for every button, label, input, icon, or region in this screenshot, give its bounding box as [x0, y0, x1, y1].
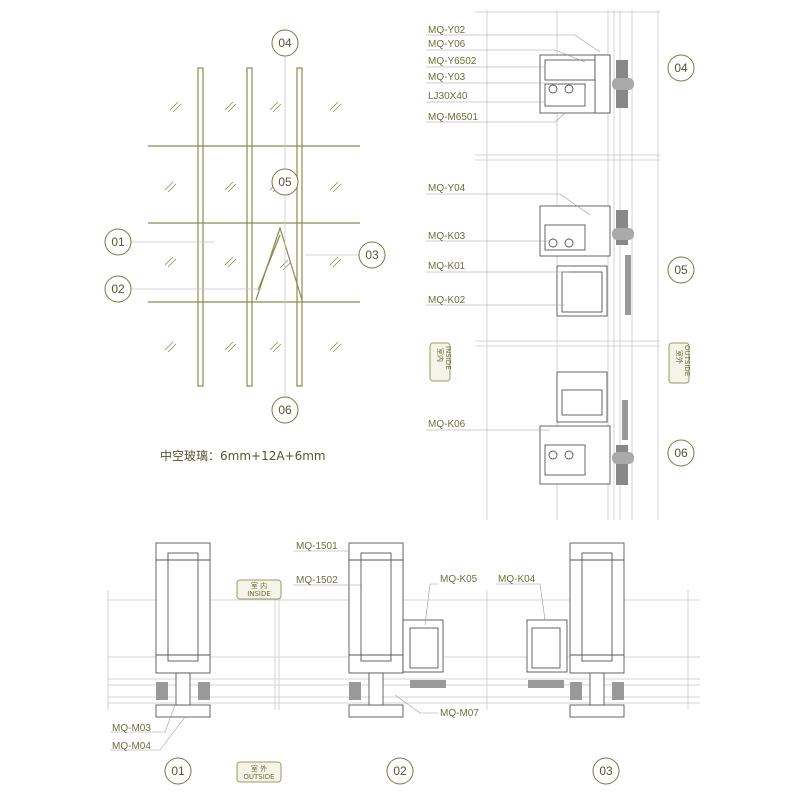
- svg-text:03: 03: [599, 764, 613, 778]
- label-mq-k03: MQ-K03: [428, 231, 466, 242]
- callout-04: 04: [271, 29, 299, 57]
- horizontal-sections: MQ-1501 MQ-1502 MQ-K05 MQ-K04 MQ-M07 MQ-…: [107, 541, 700, 785]
- svg-text:02: 02: [393, 764, 407, 778]
- svg-text:05: 05: [278, 175, 292, 189]
- label-mq-y03: MQ-Y03: [428, 72, 466, 83]
- svg-text:06: 06: [278, 403, 292, 417]
- callout-03-section: 03: [592, 757, 620, 785]
- inside-tag: 室内 INSIDE: [429, 342, 452, 382]
- callout-02: 02: [104, 275, 132, 303]
- svg-text:室内: 室内: [436, 348, 445, 362]
- label-mq-m6501: MQ-M6501: [428, 112, 478, 123]
- label-mq-m07: MQ-M07: [440, 708, 479, 719]
- label-mq-m03: MQ-M03: [112, 723, 151, 734]
- callout-04-section: 04: [667, 54, 695, 82]
- label-mq-y04: MQ-Y04: [428, 183, 466, 194]
- inside-tag-horizontal: 室 内 INSIDE: [236, 579, 282, 600]
- label-mq-k02: MQ-K02: [428, 295, 466, 306]
- label-mq-y6502: MQ-Y6502: [428, 56, 477, 67]
- label-lj30x40: LJ30X40: [428, 91, 468, 102]
- label-mq-k06: MQ-K06: [428, 419, 466, 430]
- callout-01-section: 01: [164, 757, 192, 785]
- label-mq-k04: MQ-K04: [498, 574, 536, 585]
- svg-text:室外: 室外: [675, 350, 684, 364]
- svg-text:02: 02: [111, 282, 125, 296]
- label-mq-k05: MQ-K05: [440, 574, 478, 585]
- callout-05-section: 05: [667, 256, 695, 284]
- callout-02-section: 02: [386, 757, 414, 785]
- svg-text:OUTSIDE: OUTSIDE: [243, 773, 274, 781]
- svg-text:06: 06: [674, 446, 688, 460]
- outside-tag: 室外 OUTSIDE: [668, 342, 691, 384]
- svg-text:03: 03: [365, 248, 379, 262]
- outside-tag-horizontal: 室 外 OUTSIDE: [236, 761, 282, 783]
- label-mq-y06: MQ-Y06: [428, 39, 466, 50]
- callout-06: 06: [271, 396, 299, 424]
- label-mq-1502: MQ-1502: [296, 575, 338, 586]
- svg-text:04: 04: [278, 36, 292, 50]
- svg-text:INSIDE: INSIDE: [247, 590, 271, 598]
- svg-text:04: 04: [674, 61, 688, 75]
- label-mq-k01: MQ-K01: [428, 261, 466, 272]
- svg-text:INSIDE: INSIDE: [444, 346, 452, 370]
- svg-text:室 内: 室 内: [251, 581, 267, 590]
- label-mq-m04: MQ-M04: [112, 741, 151, 752]
- label-mq-y02: MQ-Y02: [428, 25, 466, 36]
- label-mq-1501: MQ-1501: [296, 541, 338, 552]
- elevation: 04 05 06 01 02 03 中空玻璃：6mm+12A+6mm: [104, 29, 386, 463]
- callout-05: 05: [271, 168, 299, 196]
- vertical-sections: MQ-Y02 MQ-Y06 MQ-Y6502 MQ-Y03 LJ30X40 MQ…: [426, 10, 695, 520]
- svg-text:01: 01: [171, 764, 185, 778]
- glass-spec-caption: 中空玻璃：6mm+12A+6mm: [160, 448, 326, 463]
- callout-03: 03: [358, 241, 386, 269]
- svg-text:01: 01: [111, 235, 125, 249]
- callout-06-section: 06: [667, 439, 695, 467]
- svg-text:OUTSIDE: OUTSIDE: [683, 345, 691, 376]
- callout-01: 01: [104, 228, 132, 256]
- svg-text:05: 05: [674, 263, 688, 277]
- svg-text:室 外: 室 外: [251, 764, 267, 773]
